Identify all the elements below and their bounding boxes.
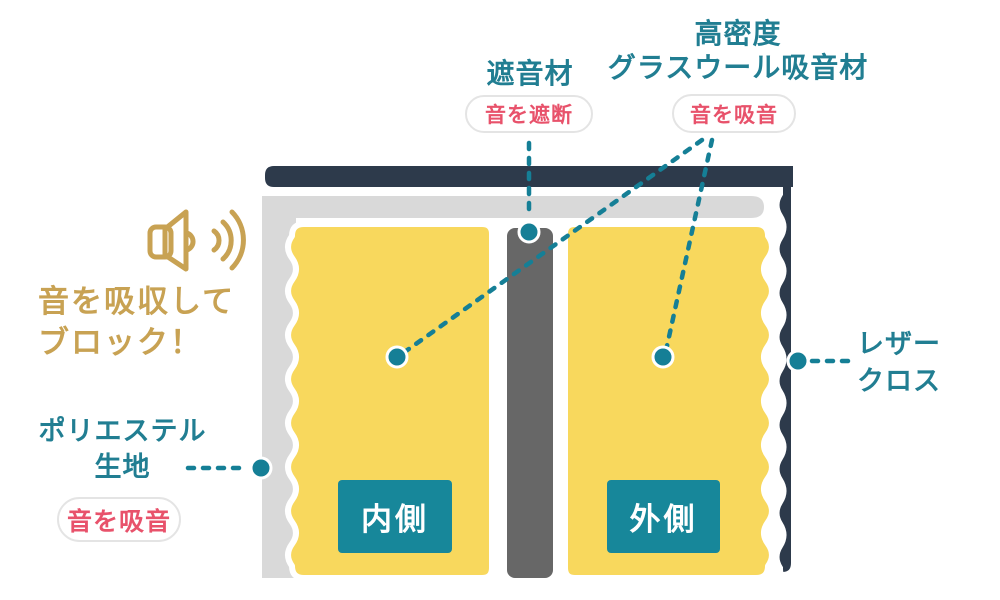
glasswool-label: 高密度 グラスウール吸音材 bbox=[593, 17, 883, 85]
insulation-label: 遮音材 bbox=[486, 58, 574, 89]
polyester-label: ポリエステル 生地 bbox=[25, 413, 220, 485]
speaker-icon bbox=[147, 209, 246, 272]
connector-line-glasswool-left bbox=[403, 137, 705, 354]
connector-dot-insulation bbox=[517, 220, 541, 244]
insulation-core-bar bbox=[507, 228, 553, 578]
badge-sound-absorb-top: 音を吸音 bbox=[672, 94, 796, 133]
connector-dot-glasswool-left bbox=[385, 345, 409, 369]
glasswool-label-line2: グラスウール吸音材 bbox=[607, 52, 869, 83]
connector-dot-glasswool-right bbox=[651, 345, 675, 369]
connector-lines bbox=[185, 137, 851, 471]
glasswool-label-line1: 高密度 bbox=[694, 18, 782, 49]
outer-side-tag: 外側 bbox=[607, 480, 720, 553]
connector-dot-polyester bbox=[249, 456, 273, 480]
tagline-line1: 音を吸収して bbox=[38, 284, 236, 319]
polyester-label-line1: ポリエステル bbox=[38, 416, 207, 446]
leather-label-line2: クロス bbox=[857, 366, 941, 396]
leather-label: レザー クロス bbox=[843, 326, 955, 400]
connector-dot-leather bbox=[786, 349, 810, 373]
leather-cloth-band bbox=[773, 167, 797, 579]
polyester-label-line2: 生地 bbox=[94, 452, 151, 482]
connector-dots bbox=[249, 220, 810, 480]
polyester-fabric-top bbox=[262, 196, 764, 218]
inner-side-tag: 内側 bbox=[338, 480, 452, 553]
tagline: 音を吸収して ブロック！ bbox=[38, 281, 235, 363]
tagline-line2: ブロック！ bbox=[38, 325, 203, 360]
badge-sound-block: 音を遮断 bbox=[465, 95, 593, 133]
badge-sound-absorb-left: 音を吸音 bbox=[57, 497, 181, 542]
leather-label-line1: レザー bbox=[857, 329, 941, 359]
connector-line-glasswool-right bbox=[664, 137, 715, 349]
